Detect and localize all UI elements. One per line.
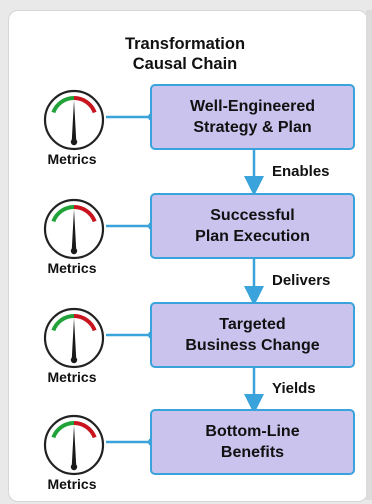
gauge-red-arc [73,314,97,332]
diagram-title: Transformation Causal Chain [100,34,270,74]
metrics-label-3: Metrics [47,369,97,385]
connector-label-delivers: Delivers [272,272,331,289]
step-box-bottom-line-benefits: Bottom-Line Benefits [150,409,355,475]
gauge-needle [71,209,77,249]
gauge-needle [71,100,77,140]
gauge-needle [71,425,77,465]
card-edge [366,10,372,500]
metrics-label-4: Metrics [47,476,97,492]
gauge-green-arc [51,421,75,439]
metrics-label-1: Metrics [47,151,97,167]
gauge-icon-1 [43,89,105,151]
gauge-icon-2 [43,198,105,260]
gauge-red-arc [73,205,97,223]
step-box-business-change: Targeted Business Change [150,302,355,368]
gauge-pivot [70,138,78,146]
gauge-pivot [70,247,78,255]
title-line-2: Causal Chain [132,55,238,73]
gauge-pivot [70,356,78,364]
title-line-1: Transformation [124,35,246,53]
connector-label-enables: Enables [272,163,330,180]
gauge-green-arc [51,205,75,223]
gauge-green-arc [51,96,75,114]
gauge-pivot [70,463,78,471]
step-box-plan-execution: Successful Plan Execution [150,193,355,259]
gauge-icon-4 [43,414,105,476]
step-box-strategy-plan: Well-Engineered Strategy & Plan [150,84,355,150]
metrics-label-2: Metrics [47,260,97,276]
gauge-icon-3 [43,307,105,369]
gauge-needle [71,318,77,358]
gauge-links [106,113,156,446]
connector-label-yields: Yields [272,380,316,397]
gauge-red-arc [73,96,97,114]
gauge-green-arc [51,314,75,332]
gauge-red-arc [73,421,97,439]
